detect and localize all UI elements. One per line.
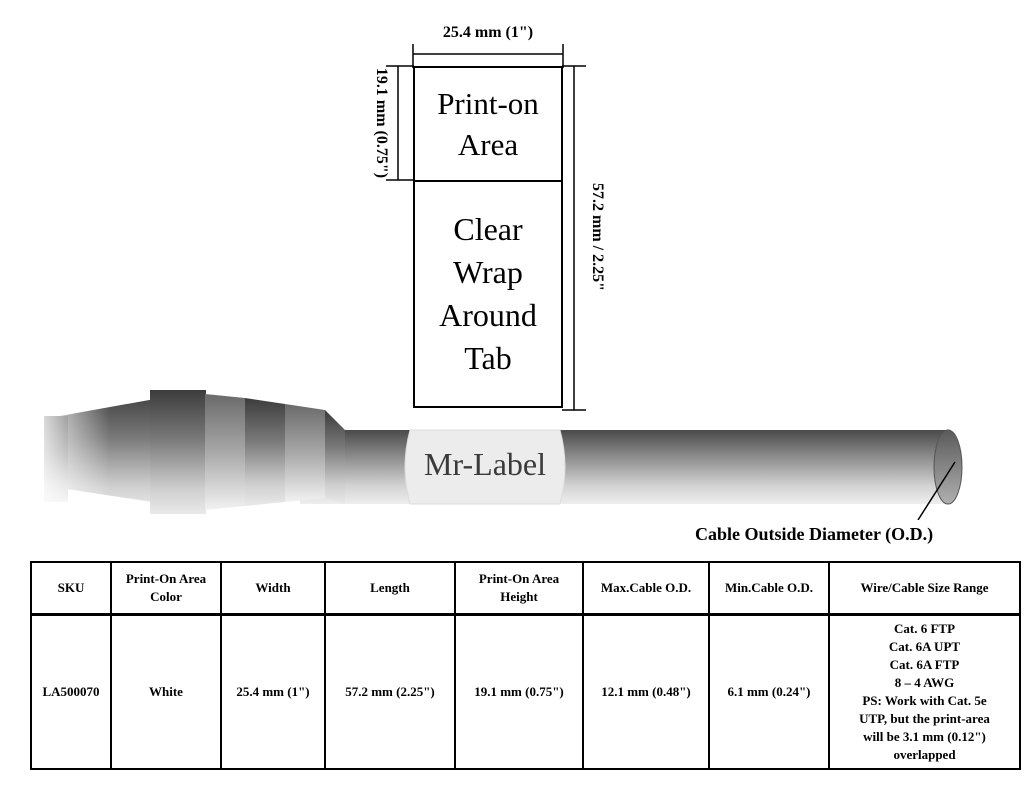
header-min-od: Min.Cable O.D.	[708, 561, 830, 616]
cable-label-text: Mr-Label	[424, 446, 546, 482]
wire-range-line: 8 – 4 AWG	[894, 675, 955, 690]
cell-sku: LA500070	[30, 613, 112, 770]
cell-min-od: 6.1 mm (0.24")	[708, 613, 830, 770]
table-row: LA500070 White 25.4 mm (1") 57.2 mm (2.2…	[30, 613, 1021, 770]
cell-width: 25.4 mm (1")	[220, 613, 326, 770]
wire-range-line: will be 3.1 mm (0.12")	[863, 729, 986, 744]
total-length-dimension-label: 57.2 mm / 2.25"	[589, 183, 606, 291]
cell-color: White	[110, 613, 222, 770]
print-height-dimension-label: 19.1 mm (0.75")	[373, 67, 390, 179]
width-dimension-line	[412, 44, 564, 68]
wire-range-line: UTP, but the print-area	[859, 711, 990, 726]
wire-range-line: overlapped	[893, 747, 956, 762]
header-max-od: Max.Cable O.D.	[582, 561, 710, 616]
clear-wrap-area: Clear Wrap Around Tab	[415, 182, 561, 406]
cable-illustration	[40, 380, 963, 520]
cell-print-height: 19.1 mm (0.75")	[454, 613, 584, 770]
clear-wrap-label: Clear Wrap Around Tab	[439, 211, 537, 376]
wire-range-line: PS: Work with Cat. 5e	[862, 693, 987, 708]
cell-max-od: 12.1 mm (0.48")	[582, 613, 710, 770]
width-dimension-label: 25.4 mm (1")	[442, 24, 534, 41]
wire-range-line: Cat. 6 FTP	[893, 621, 956, 636]
print-on-area: Print-on Area	[415, 68, 561, 182]
header-length: Length	[324, 561, 456, 616]
print-on-area-label: Print-on Area	[437, 86, 539, 162]
total-length-dimension-line	[562, 65, 586, 411]
label-outline: Print-on Area Clear Wrap Around Tab	[413, 66, 563, 408]
header-sku: SKU	[30, 561, 112, 616]
spec-table: SKU Print-On Area Color Width Length Pri…	[30, 561, 1021, 770]
header-width: Width	[220, 561, 326, 616]
table-header-row: SKU Print-On Area Color Width Length Pri…	[30, 561, 1021, 616]
cell-wire-range: Cat. 6 FTP Cat. 6A UPT Cat. 6A FTP 8 – 4…	[828, 613, 1021, 770]
cell-length: 57.2 mm (2.25")	[324, 613, 456, 770]
wire-range-line: Cat. 6A FTP	[889, 657, 960, 672]
od-caption: Cable Outside Diameter (O.D.)	[695, 524, 934, 544]
header-print-height: Print-On Area Height	[454, 561, 584, 616]
header-color: Print-On Area Color	[110, 561, 222, 616]
wire-range-line: Cat. 6A UPT	[888, 639, 961, 654]
print-height-dimension-line	[386, 65, 414, 181]
header-wire-range: Wire/Cable Size Range	[828, 561, 1021, 616]
